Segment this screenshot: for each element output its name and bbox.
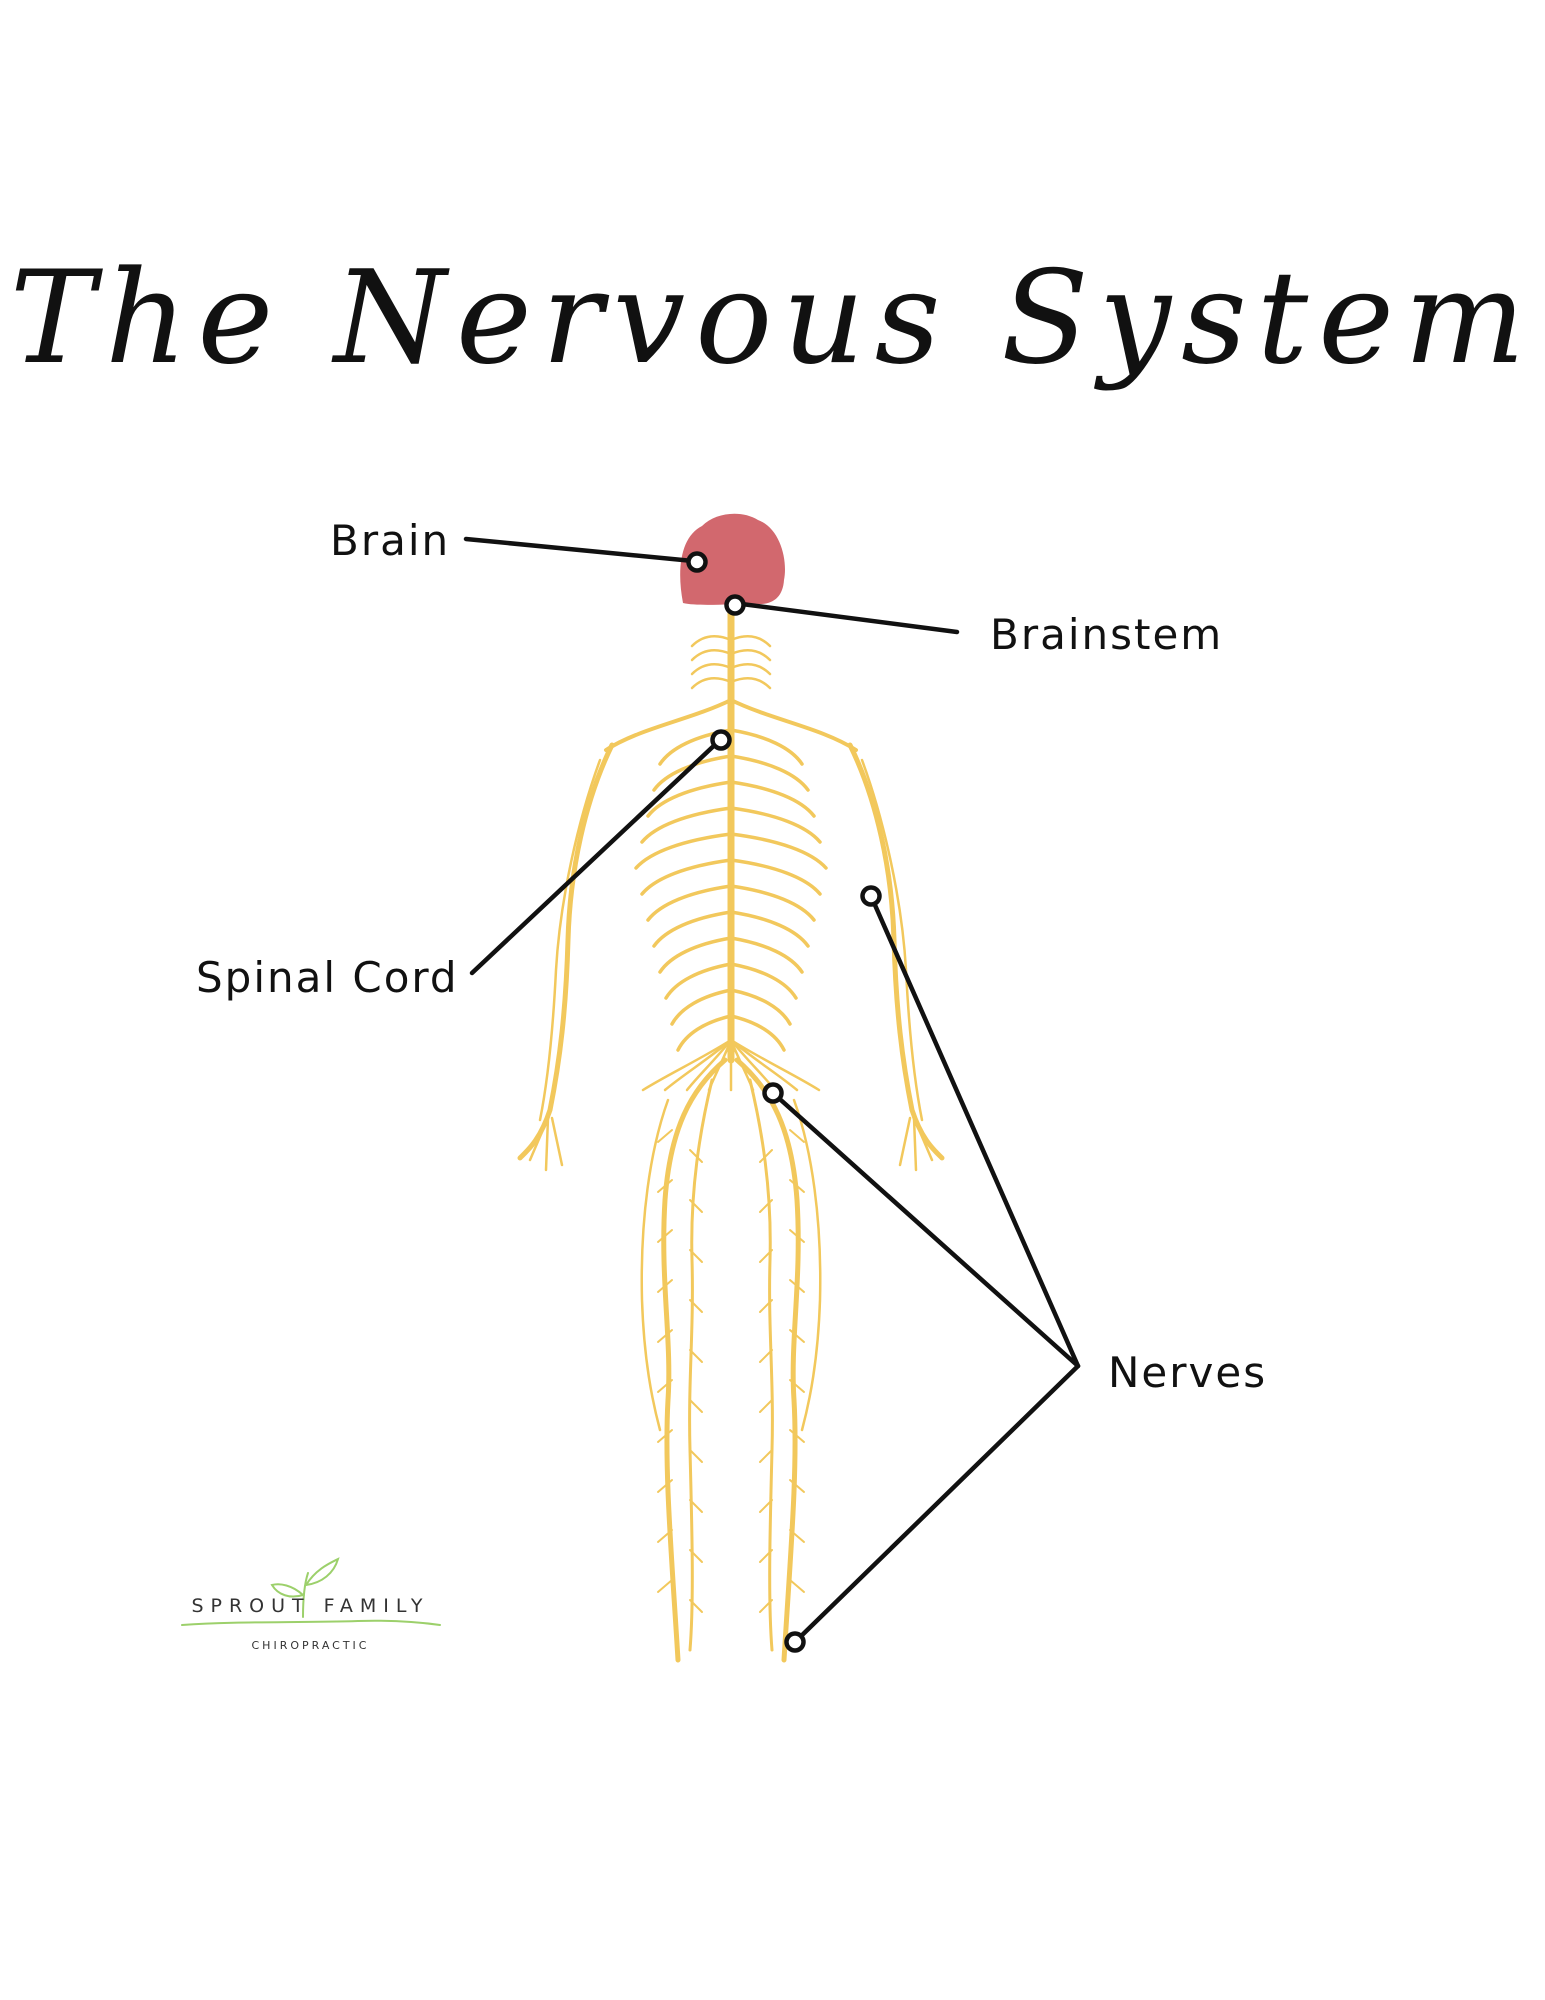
nerves-marker-foot (787, 1634, 804, 1651)
nerve-branch-34 (687, 1040, 731, 1090)
nerves-leader-foot (795, 1366, 1078, 1642)
spinal-cord-marker (713, 732, 730, 749)
nerve-branch-2 (692, 650, 731, 660)
left-arm-nerve (520, 745, 612, 1158)
nerve-branch-77 (658, 1580, 672, 1592)
nerve-branch-1 (731, 636, 770, 646)
nerve-branch-6 (692, 678, 731, 688)
brain-label: Brain (330, 520, 450, 562)
nerve-branch-68 (760, 1450, 772, 1462)
logo-name: SPROUT FAMILY (178, 1595, 443, 1617)
brainstem-leader (734, 603, 957, 632)
nerves-marker-arm (863, 888, 880, 905)
nerve-branch-7 (731, 678, 770, 688)
nerve-branch-62 (690, 1400, 702, 1412)
nerve-branch-66 (690, 1450, 702, 1462)
nerve-branch-0 (692, 636, 731, 646)
spinal-cord-label: Spinal Cord (196, 957, 459, 999)
nerve-branch-79 (790, 1580, 804, 1592)
brainstem-marker (727, 597, 744, 614)
nerve-branch-43 (790, 1130, 804, 1142)
nerves-leader-arm (871, 896, 1078, 1366)
nerve-branch-38 (731, 1040, 775, 1090)
logo-subtitle: CHIROPRACTIC (178, 1639, 443, 1652)
nerves-marker-thigh (765, 1085, 782, 1102)
nerve-branch-3 (731, 650, 770, 660)
brain-marker (689, 554, 706, 571)
right-shoulder-nerve (731, 700, 856, 750)
nerve-branch-4 (692, 664, 731, 674)
left-leg-nerve (664, 1060, 725, 1660)
nerves-label: Nerves (1108, 1352, 1267, 1394)
brainstem-label: Brainstem (990, 614, 1223, 656)
nerve-branch-64 (760, 1400, 772, 1412)
brain-leader (466, 539, 693, 561)
left-leg-nerve-inner (690, 1080, 712, 1650)
sprout-family-logo: SPROUT FAMILY CHIROPRACTIC (178, 1555, 443, 1665)
right-leg-nerve (737, 1060, 798, 1660)
nerve-branch-41 (658, 1130, 672, 1142)
nerve-branch-5 (731, 664, 770, 674)
right-leg-nerve-inner (750, 1080, 772, 1650)
